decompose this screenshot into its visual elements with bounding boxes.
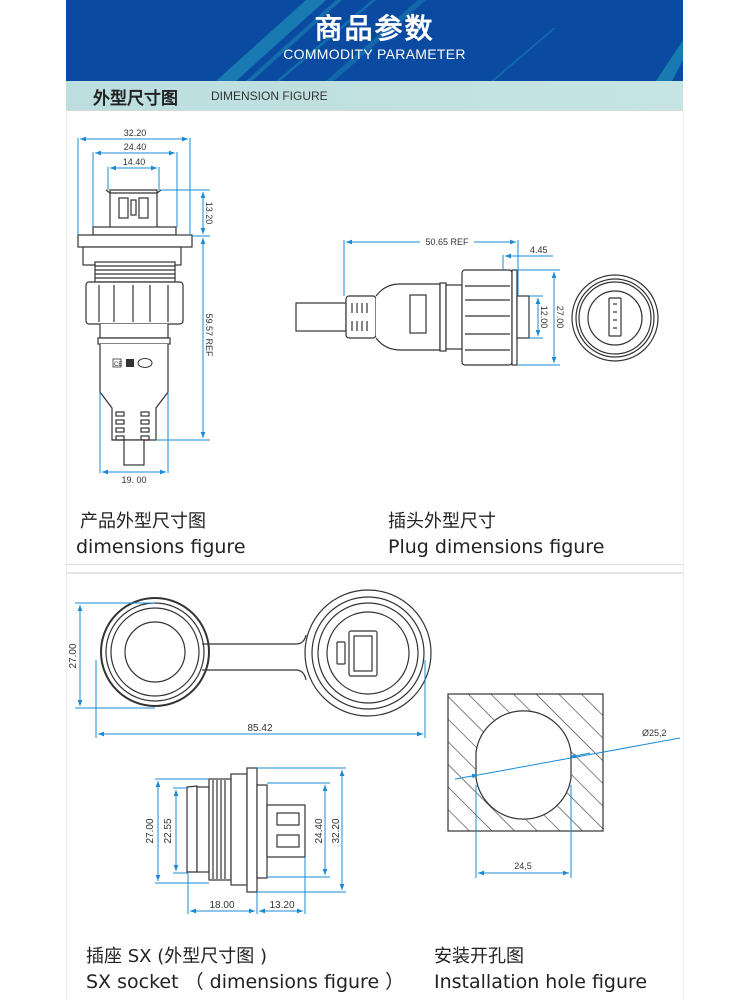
dim-cap-height: 27.00 [68, 643, 79, 668]
hole-dimension-labels: Ø25,2 24,5 [514, 728, 666, 871]
caption-socket-en: SX socket （ dimensions figure ） [86, 971, 405, 993]
page-title: 商品参数 [314, 12, 435, 45]
product-logos: CE [112, 358, 153, 368]
socket-dimensions [155, 767, 346, 914]
hole-drawing [447, 693, 604, 832]
caption-hole: 安装开孔图 Installation hole figure [434, 945, 647, 995]
dim-overall-width: 32.20 [124, 128, 147, 138]
cap-drawing [100, 589, 432, 717]
dim-socket-flange-inner: 24.40 [314, 818, 325, 843]
caption-socket-cn: 插座 SX (外型尺寸图 ) [86, 946, 267, 967]
caption-hole-en: Installation hole figure [434, 971, 648, 993]
dim-tail-width: 19. 00 [121, 475, 146, 485]
caption-socket: 插座 SX (外型尺寸图 ) SX socket （ dimensions fi… [86, 945, 404, 995]
caption-plug-cn: 插头外型尺寸 [388, 511, 496, 532]
dim-socket-flange-outer: 32.20 [331, 818, 342, 843]
caption-product-cn: 产品外型尺寸图 [80, 511, 206, 532]
divider [66, 564, 683, 565]
dim-socket-inner: 22.55 [163, 818, 174, 843]
caption-product-en: dimensions figure [76, 536, 246, 558]
dim-flange-inner: 24.40 [124, 142, 147, 152]
section-header: 外型尺寸图 DIMENSION FIGURE [66, 81, 683, 111]
dim-usb-width: 14.40 [123, 157, 146, 167]
dim-cap-length: 85.42 [247, 723, 272, 734]
hole-dimensions [454, 737, 681, 878]
dim-hole-diameter: Ø25,2 [642, 728, 667, 738]
cap-dimensions [75, 602, 426, 738]
dim-hole-flat: 24,5 [514, 861, 532, 871]
dim-socket-outer: 27.00 [145, 818, 156, 843]
plug-end-view [571, 274, 659, 362]
dim-socket-rear: 18.00 [209, 900, 234, 911]
banner-stripes [216, 0, 683, 81]
product-drawing [77, 189, 193, 466]
caption-plug: 插头外型尺寸 Plug dimensions figure [388, 510, 604, 560]
product-dimension-labels: 32.20 24.40 14.40 13.20 59.57 REF 19. 00 [121, 128, 214, 485]
dim-plug-outer-height: 27.00 [555, 306, 565, 329]
header-banner: 商品参数 COMMODITY PARAMETER [66, 0, 683, 81]
socket-dimension-labels: 27.00 22.55 24.40 32.20 18.00 13.20 [145, 818, 342, 911]
section-title-cn: 外型尺寸图 [93, 89, 178, 109]
page-subtitle: COMMODITY PARAMETER [283, 46, 466, 62]
dim-plug-length: 50.65 REF [425, 237, 469, 247]
dim-plug-inner-height: 12.00 [539, 306, 549, 329]
socket-drawing [186, 767, 306, 893]
right-border [683, 110, 684, 1000]
section-title-en: DIMENSION FIGURE [211, 89, 328, 103]
plug-drawing [295, 269, 530, 366]
left-border [66, 110, 67, 1000]
dim-socket-front: 13.20 [269, 900, 294, 911]
ce-logo: CE [114, 362, 122, 368]
caption-hole-cn: 安装开孔图 [434, 946, 524, 967]
product-dimensions [77, 136, 210, 475]
divider-lower [66, 572, 683, 574]
cap-dimension-labels: 27.00 85.42 [68, 643, 273, 734]
caption-plug-en: Plug dimensions figure [388, 536, 605, 558]
dim-usb-height: 13.20 [204, 202, 214, 225]
plug-dimensions [343, 239, 560, 366]
dim-total-length: 59.57 REF [204, 313, 214, 357]
plug-dimension-labels: 50.65 REF 4.45 12.00 27.00 [425, 237, 565, 328]
dim-plug-tip: 4.45 [530, 245, 548, 255]
caption-product: 产品外型尺寸图 dimensions figure [76, 510, 246, 560]
